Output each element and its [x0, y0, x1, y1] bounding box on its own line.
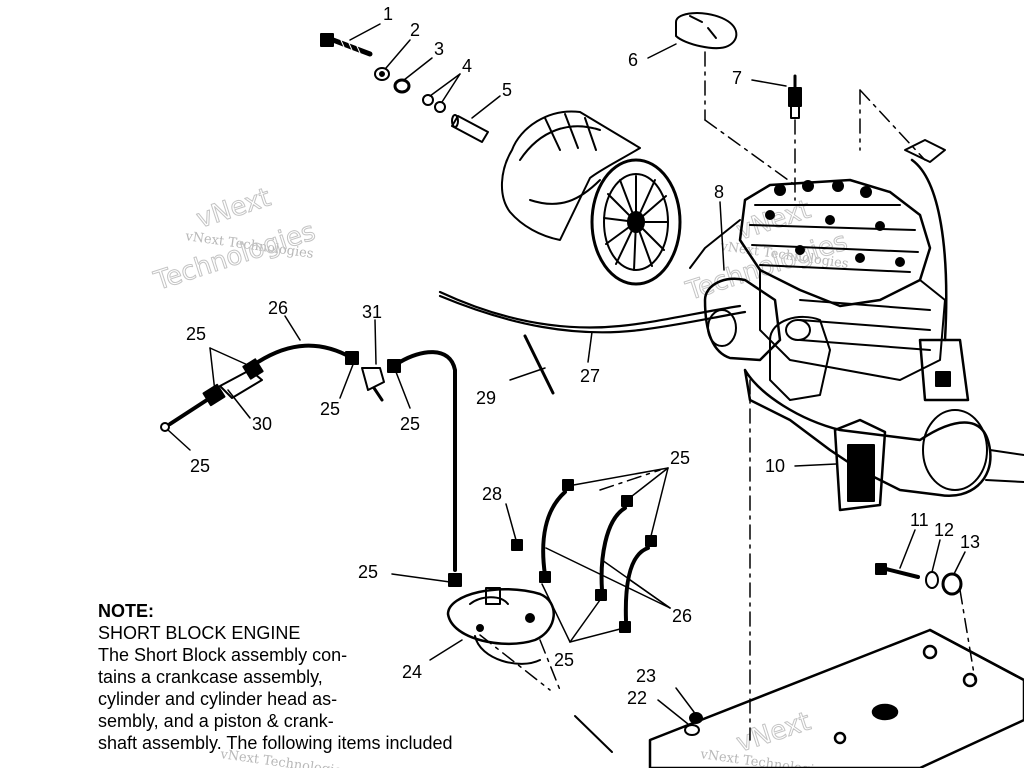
callout-25: 25 — [400, 414, 420, 434]
callout-26: 26 — [672, 606, 692, 626]
callout-29: 29 — [476, 388, 496, 408]
callout-12: 12 — [934, 520, 954, 540]
callout-8: 8 — [714, 182, 724, 202]
pin-part-29 — [523, 334, 555, 395]
callout-5: 5 — [502, 80, 512, 100]
short-block-note: NOTE: SHORT BLOCK ENGINE The Short Block… — [98, 600, 538, 754]
callout-25: 25 — [358, 562, 378, 582]
callout-25: 25 — [554, 650, 574, 670]
callout-25: 25 — [320, 399, 340, 419]
callout-25: 25 — [186, 324, 206, 344]
bushing-part-3 — [393, 78, 411, 94]
note-heading: NOTE: — [98, 601, 154, 621]
callout-26: 26 — [268, 298, 288, 318]
washer-part-2 — [374, 67, 390, 81]
callout-13: 13 — [960, 532, 980, 552]
spark-plug-part-7 — [788, 74, 802, 119]
callout-25: 25 — [670, 448, 690, 468]
throttle-cable-part-27 — [438, 290, 747, 334]
callout-3: 3 — [434, 39, 444, 59]
callout-30: 30 — [252, 414, 272, 434]
engine-mount-plate — [574, 628, 1024, 768]
callout-31: 31 — [362, 302, 382, 322]
bolt-part-1 — [320, 33, 373, 57]
note-line: tains a crankcase assembly, — [98, 667, 323, 687]
callout-6: 6 — [628, 50, 638, 70]
note-line: The Short Block assembly con- — [98, 645, 348, 665]
cap-part-6 — [675, 12, 738, 50]
callout-11: 11 — [910, 510, 929, 530]
callout-24: 24 — [402, 662, 422, 682]
o-rings-part-4 — [422, 94, 446, 113]
callout-2: 2 — [410, 20, 420, 40]
callout-25: 25 — [190, 456, 210, 476]
fuel-pump-part-24 — [446, 587, 555, 665]
mount-bolt-parts-11-13 — [875, 563, 963, 596]
callout-1: 1 — [383, 4, 393, 24]
note-line: shaft assembly. The following items incl… — [98, 733, 453, 753]
note-line: sembly, and a piston & crank- — [98, 711, 334, 731]
callout-22: 22 — [627, 688, 647, 708]
engine-block — [689, 139, 1024, 512]
sleeve-part-5 — [451, 114, 489, 143]
callout-27: 27 — [580, 366, 600, 386]
svg-text:vNext: vNext — [733, 707, 815, 759]
nut-washer-parts-22-23 — [684, 712, 703, 736]
callout-7: 7 — [732, 68, 742, 88]
drive-clutch — [500, 110, 682, 286]
assembly-dash-lines — [479, 51, 976, 741]
svg-text:vNext: vNext — [193, 183, 275, 235]
fuel-filter-assembly — [160, 343, 462, 587]
callout-labels: 1 2 3 4 5 6 7 8 10 11 12 13 22 23 24 25 … — [186, 4, 980, 708]
callout-4: 4 — [462, 56, 472, 76]
note-line: cylinder and cylinder head as- — [98, 689, 338, 709]
pulse-hoses — [511, 479, 657, 633]
callout-28: 28 — [482, 484, 502, 504]
leader-lines — [167, 23, 966, 725]
note-subheading: SHORT BLOCK ENGINE — [98, 623, 301, 643]
callout-23: 23 — [636, 666, 656, 686]
callout-10: 10 — [765, 456, 785, 476]
